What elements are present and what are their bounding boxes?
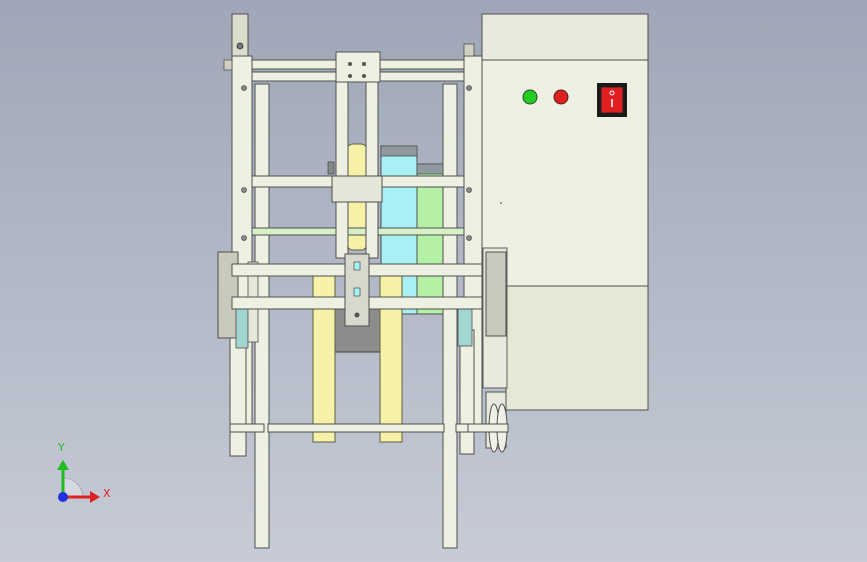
coordinate-triad [57,460,100,503]
center-column[interactable] [327,51,383,327]
left-frame[interactable] [217,13,270,549]
y-axis-arrowhead [57,460,69,470]
y-axis-label: Y [58,441,65,454]
z-axis-dot [58,492,68,502]
green-indicator-light[interactable] [522,89,538,105]
x-axis-arrowhead [90,491,100,503]
right-frame[interactable] [223,43,507,549]
x-axis-label: X [103,487,111,500]
yellow-plates [312,143,403,443]
red-indicator-light[interactable] [553,89,569,105]
power-rocker-switch[interactable] [597,83,627,117]
pulley [467,391,509,453]
control-box[interactable] [481,13,649,411]
right-rail-outer [442,83,458,549]
green-block [416,163,444,315]
